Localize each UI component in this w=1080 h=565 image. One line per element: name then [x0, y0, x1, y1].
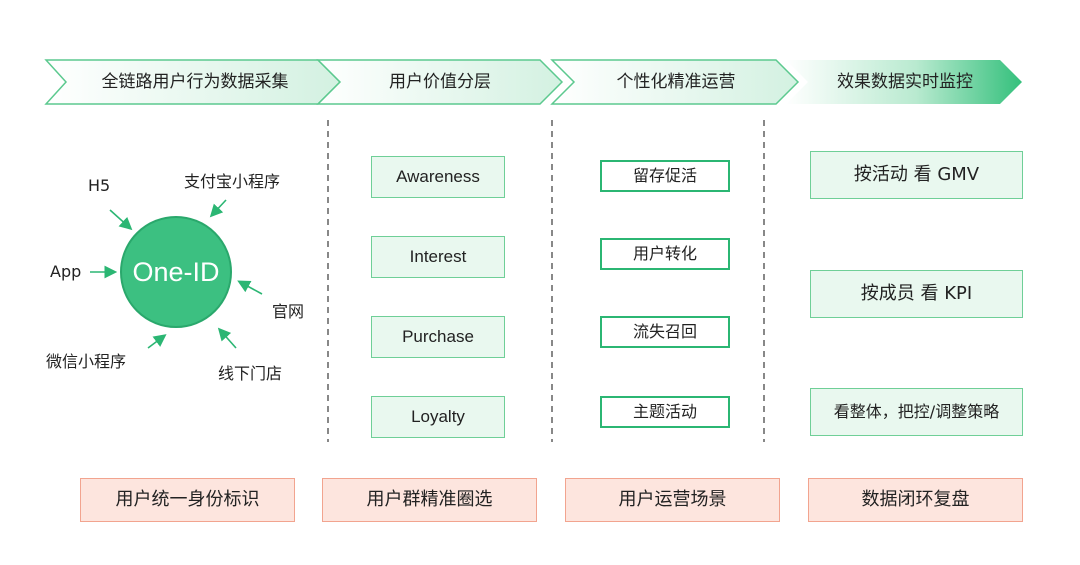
source-alipay-miniprogram: 支付宝小程序: [184, 172, 281, 191]
monitor-gmv: 按活动 看 GMV: [810, 151, 1023, 199]
stage-interest: Interest: [371, 236, 505, 278]
scene-conversion: 用户转化: [600, 238, 730, 270]
stage-loyalty: Loyalty: [371, 396, 505, 438]
step-label-layering: 用户价值分层: [389, 72, 491, 92]
scene-winback: 流失召回: [600, 316, 730, 348]
chevron-step-2: [316, 59, 564, 105]
source-offline-store: 线下门店: [218, 364, 283, 383]
arrow-alipay: [209, 199, 227, 218]
one-id-circle: One-ID: [120, 216, 232, 328]
step-label-operation: 个性化精准运营: [616, 72, 736, 92]
monitor-kpi: 按成员 看 KPI: [810, 270, 1023, 318]
chevron-step-4: [786, 60, 1022, 104]
chevron-step-3: [550, 59, 800, 105]
arrow-wechat: [147, 334, 167, 349]
arrow-store: [217, 327, 237, 349]
arrow-website: [237, 280, 263, 295]
source-website: 官网: [272, 302, 305, 321]
stage-awareness: Awareness: [371, 156, 505, 198]
arrow-h5: [109, 209, 133, 231]
source-wechat-miniprogram: 微信小程序: [46, 352, 127, 371]
scene-campaign: 主题活动: [600, 396, 730, 428]
footer-audience-selection: 用户群精准圈选: [322, 478, 537, 522]
scene-retention: 留存促活: [600, 160, 730, 192]
footer-data-review: 数据闭环复盘: [808, 478, 1023, 522]
step-label-monitoring: 效果数据实时监控: [837, 72, 973, 92]
source-h5: H5: [88, 176, 111, 195]
step-label-collection: 全链路用户行为数据采集: [101, 72, 289, 92]
footer-unified-identity: 用户统一身份标识: [80, 478, 295, 522]
monitor-overall: 看整体，把控/调整策略: [810, 388, 1023, 436]
source-app: App: [50, 262, 82, 281]
stage-purchase: Purchase: [371, 316, 505, 358]
footer-operation-scenes: 用户运营场景: [565, 478, 780, 522]
